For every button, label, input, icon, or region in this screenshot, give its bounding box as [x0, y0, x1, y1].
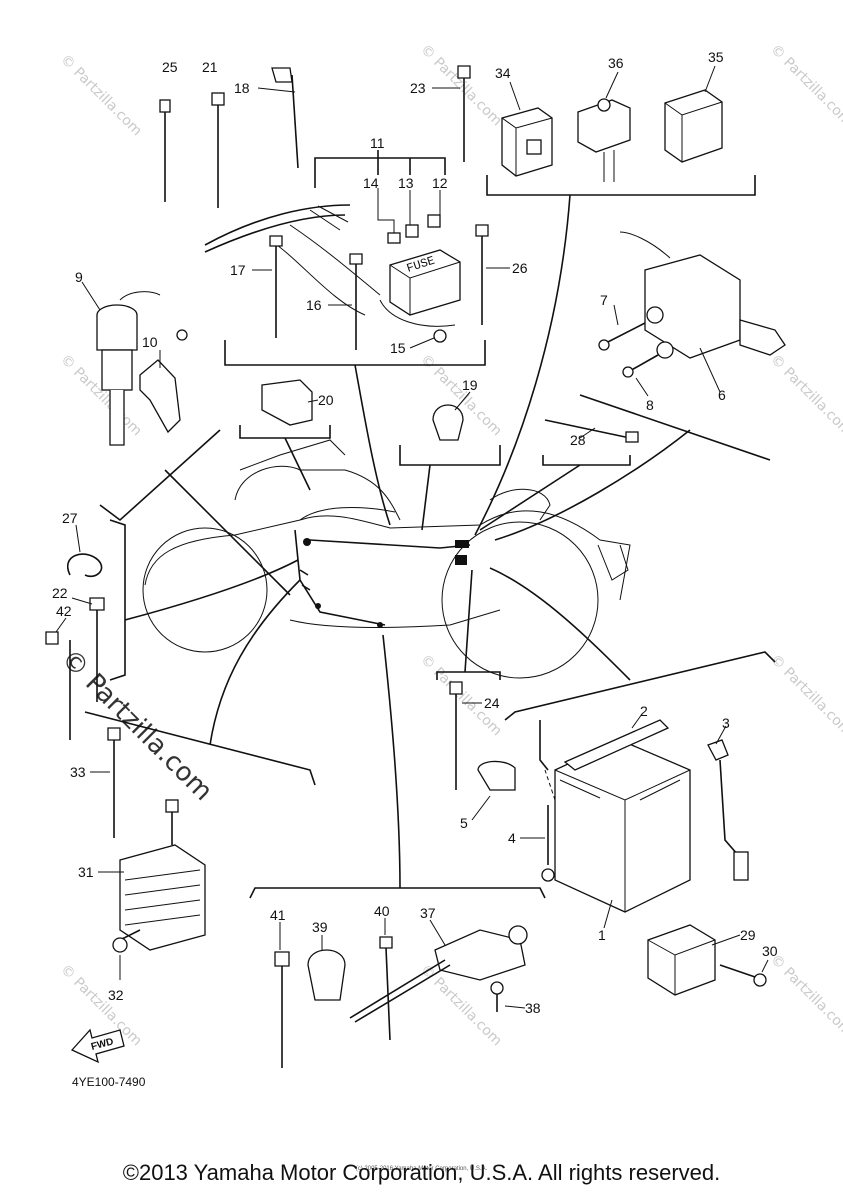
- part-label: 35: [708, 49, 724, 65]
- part-label: 24: [484, 695, 500, 711]
- part-label: 2: [640, 703, 648, 719]
- part-label: 27: [62, 510, 78, 526]
- part-label: 7: [600, 292, 608, 308]
- part-label: 39: [312, 919, 328, 935]
- relay-29: [647, 924, 767, 996]
- cable-ties: [45, 65, 639, 1068]
- part-label: 9: [75, 269, 83, 285]
- small-copyright: (c) 2005-2016 Yamaha Motor Corporation, …: [355, 1166, 488, 1172]
- relays: [501, 89, 723, 182]
- watermark: © Partzilla.com: [767, 652, 843, 740]
- part-label: 29: [740, 927, 756, 943]
- part-label: 8: [646, 397, 654, 413]
- part-label: 32: [108, 987, 124, 1003]
- part-label: 37: [420, 905, 436, 921]
- part-label: 23: [410, 80, 426, 96]
- part-label: 38: [525, 1000, 541, 1016]
- clamps: [261, 379, 516, 1001]
- part-label: 11: [370, 135, 385, 151]
- part-label: 10: [142, 334, 158, 350]
- part-label: 14: [363, 175, 379, 191]
- part-label: 6: [718, 387, 726, 403]
- part-label: 18: [234, 80, 250, 96]
- part-label: 13: [398, 175, 414, 191]
- watermark: © Partzilla.com: [767, 952, 843, 1040]
- watermark: © Partzilla.com: [57, 52, 145, 140]
- sensor-37: [349, 925, 528, 1023]
- part-label: 17: [230, 262, 246, 278]
- fuse-box: FUSE: [314, 150, 461, 343]
- wire-harness: [204, 204, 456, 327]
- part-label: 1: [598, 927, 606, 943]
- part-label: 28: [570, 432, 586, 448]
- watermark: © Partzilla.com: [767, 42, 843, 130]
- part-label: 42: [56, 603, 72, 619]
- part-label: 40: [374, 903, 390, 919]
- group-brackets: [84, 175, 776, 899]
- part-number-labels: 1 2 3 4 5 6 7 8 9 10 11 12 13 14 15 16 1…: [52, 49, 778, 1016]
- part-label: 41: [270, 907, 286, 923]
- watermark: © Partzilla.com: [417, 42, 505, 130]
- part-label: 30: [762, 943, 778, 959]
- part-label: 3: [722, 715, 730, 731]
- ignition-switch: [598, 231, 786, 378]
- part-label: 36: [608, 55, 624, 71]
- leader-lines: [55, 65, 769, 1009]
- part-label: 12: [432, 175, 448, 191]
- motorcycle-outline: [142, 439, 631, 679]
- copyright-notice: ©2013 Yamaha Motor Corporation, U.S.A. A…: [122, 1160, 721, 1185]
- part-label: 4: [508, 830, 516, 846]
- part-label: 25: [162, 59, 178, 75]
- part-label: 20: [318, 392, 334, 408]
- switch-9-bracket-10: [96, 291, 188, 446]
- part-label: 26: [512, 260, 528, 276]
- part-label: 19: [462, 377, 478, 393]
- part-label: 22: [52, 585, 68, 601]
- regulator: [112, 799, 206, 953]
- part-label: 34: [495, 65, 511, 81]
- part-label: 16: [306, 297, 322, 313]
- part-label: 31: [78, 864, 94, 880]
- part-label: 15: [390, 340, 406, 356]
- part-label: 5: [460, 815, 468, 831]
- drawing-code: 4YE100-7490: [72, 1075, 146, 1089]
- battery: [539, 719, 749, 913]
- fwd-arrow-icon: FWD: [70, 1028, 125, 1064]
- part-label: 33: [70, 764, 86, 780]
- watermark: © Partzilla.com: [767, 352, 843, 440]
- part-label: 21: [202, 59, 218, 75]
